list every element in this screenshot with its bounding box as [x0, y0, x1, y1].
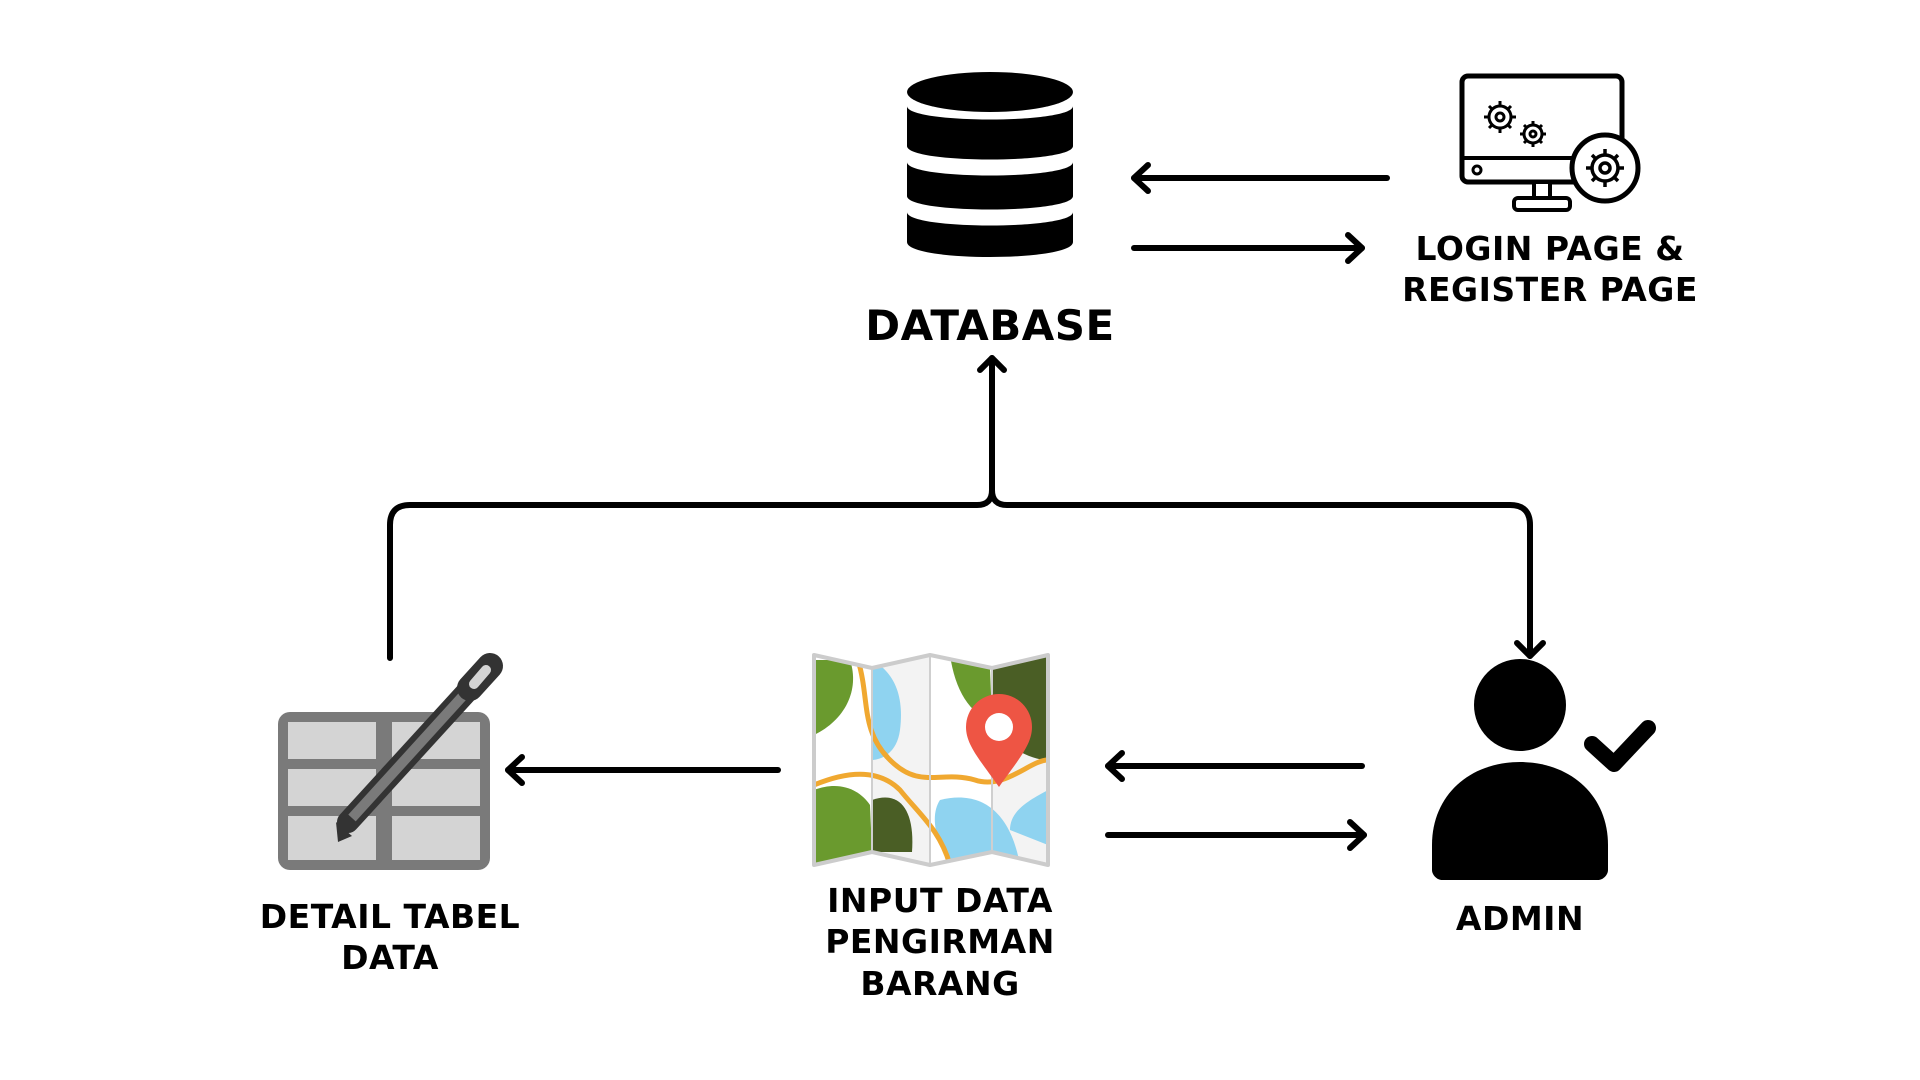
detail-table-label-line: DATA [341, 938, 439, 978]
arrow-database-to-admin [989, 487, 1546, 659]
input-data-label-line: BARANG [860, 963, 1020, 1003]
arrow-database-to-login [1131, 232, 1365, 264]
arrow-admin-to-input [1105, 750, 1365, 782]
login-register-label-line: LOGIN PAGE & [1415, 229, 1685, 268]
arrow-input-to-admin [1105, 819, 1367, 851]
detail-table-label: DETAIL TABEL DATA [190, 896, 590, 979]
database-icon [907, 72, 1073, 257]
database-label: DATABASE [790, 300, 1190, 353]
login-register-label-line: REGISTER PAGE [1402, 270, 1698, 310]
arrow-detail-to-database [387, 355, 1007, 661]
arrow-login-to-database [1131, 162, 1390, 194]
login-register-label: LOGIN PAGE & REGISTER PAGE [1340, 228, 1760, 311]
admin-label-line: ADMIN [1455, 899, 1585, 938]
input-data-label: INPUT DATA PENGIRMAN BARANG [740, 880, 1140, 1004]
admin-user-check-icon [1432, 659, 1656, 880]
table-pencil-icon [278, 653, 503, 870]
map-pin-icon [812, 653, 1050, 867]
arrow-input-to-detail [505, 754, 781, 786]
monitor-gears-icon [1459, 73, 1641, 212]
input-data-label-line: PENGIRMAN [825, 922, 1055, 962]
admin-label: ADMIN [1370, 898, 1670, 939]
detail-table-label-line: DETAIL TABEL [259, 897, 521, 936]
database-label-line: DATABASE [865, 301, 1115, 350]
input-data-label-line: INPUT DATA [827, 881, 1053, 920]
